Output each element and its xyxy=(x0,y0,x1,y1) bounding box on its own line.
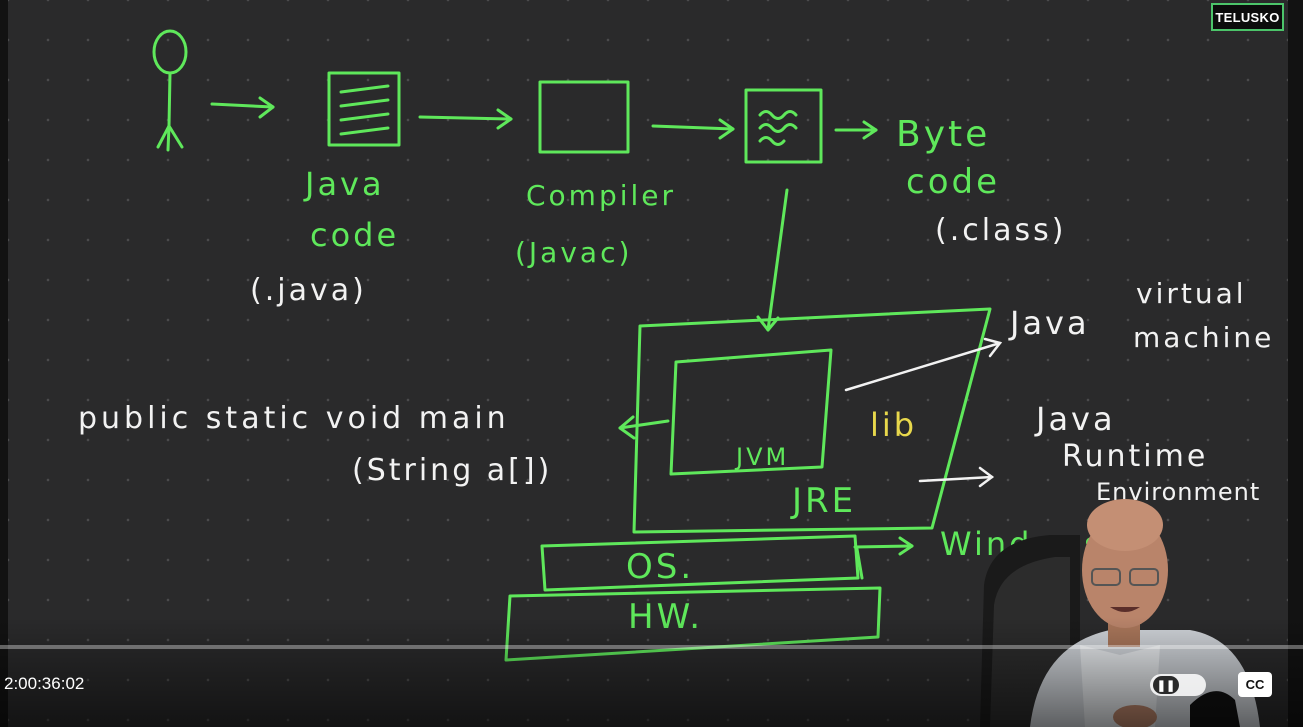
main-method-label-2: (String a[]) xyxy=(352,453,552,488)
jvm-full-name-1: Java xyxy=(1008,304,1090,342)
lib-label: lib xyxy=(870,406,917,444)
jre-label: JRE xyxy=(790,481,856,521)
jvm-full-name-2: virtual xyxy=(1136,277,1247,310)
arrow-jvm-label-icon xyxy=(844,337,1003,392)
timecode: 2:00:36:02 xyxy=(4,674,85,693)
jvm-full-name-3: machine xyxy=(1133,321,1274,354)
java-code-label-1: Java xyxy=(303,165,385,203)
document-icon xyxy=(327,71,401,147)
class-ext-label: (.class) xyxy=(935,213,1066,248)
compiler-label-2: (Javac) xyxy=(515,236,632,269)
jre-full-name-2: Runtime xyxy=(1062,439,1208,474)
arrow-jvm-to-main-icon xyxy=(618,415,670,440)
java-ext-label: (.java) xyxy=(250,273,367,308)
pause-toggle[interactable]: ❚❚ xyxy=(1150,674,1206,696)
java-code-label-2: code xyxy=(310,216,399,254)
arrow-bytecode-to-jvm-icon xyxy=(756,188,789,332)
arrow-figure-to-code-icon xyxy=(210,96,275,119)
byte-code-label-1: Byte xyxy=(896,114,990,155)
jvm-box xyxy=(669,348,833,476)
arrow-os-to-windows-icon xyxy=(853,536,914,556)
compiler-box-icon xyxy=(538,80,630,154)
developer-figure-icon xyxy=(152,29,188,152)
pause-icon: ❚❚ xyxy=(1153,676,1179,694)
byte-code-label-2: code xyxy=(906,162,1000,202)
arrow-code-to-compiler-icon xyxy=(418,108,513,130)
jvm-label: JVM xyxy=(734,443,789,471)
os-label: OS. xyxy=(626,547,694,587)
progress-bar[interactable] xyxy=(0,645,1303,649)
telusko-logo-badge: TELUSKO xyxy=(1211,3,1284,31)
arrow-jre-label-icon xyxy=(918,466,995,488)
letterbox-left xyxy=(0,0,8,727)
closed-captions-button[interactable]: CC xyxy=(1238,672,1272,697)
letterbox-right xyxy=(1288,0,1303,727)
bytecode-file-icon xyxy=(744,88,823,164)
arrow-compiler-to-bytecode-icon xyxy=(651,118,735,140)
controls-gradient xyxy=(0,617,1303,727)
jre-box xyxy=(632,307,992,534)
os-box xyxy=(540,534,860,592)
main-method-label-1: public static void main xyxy=(78,401,510,436)
compiler-label-1: Compiler xyxy=(526,179,676,212)
arrow-file-to-label-icon xyxy=(834,120,878,140)
jre-full-name-1: Java xyxy=(1034,400,1116,438)
